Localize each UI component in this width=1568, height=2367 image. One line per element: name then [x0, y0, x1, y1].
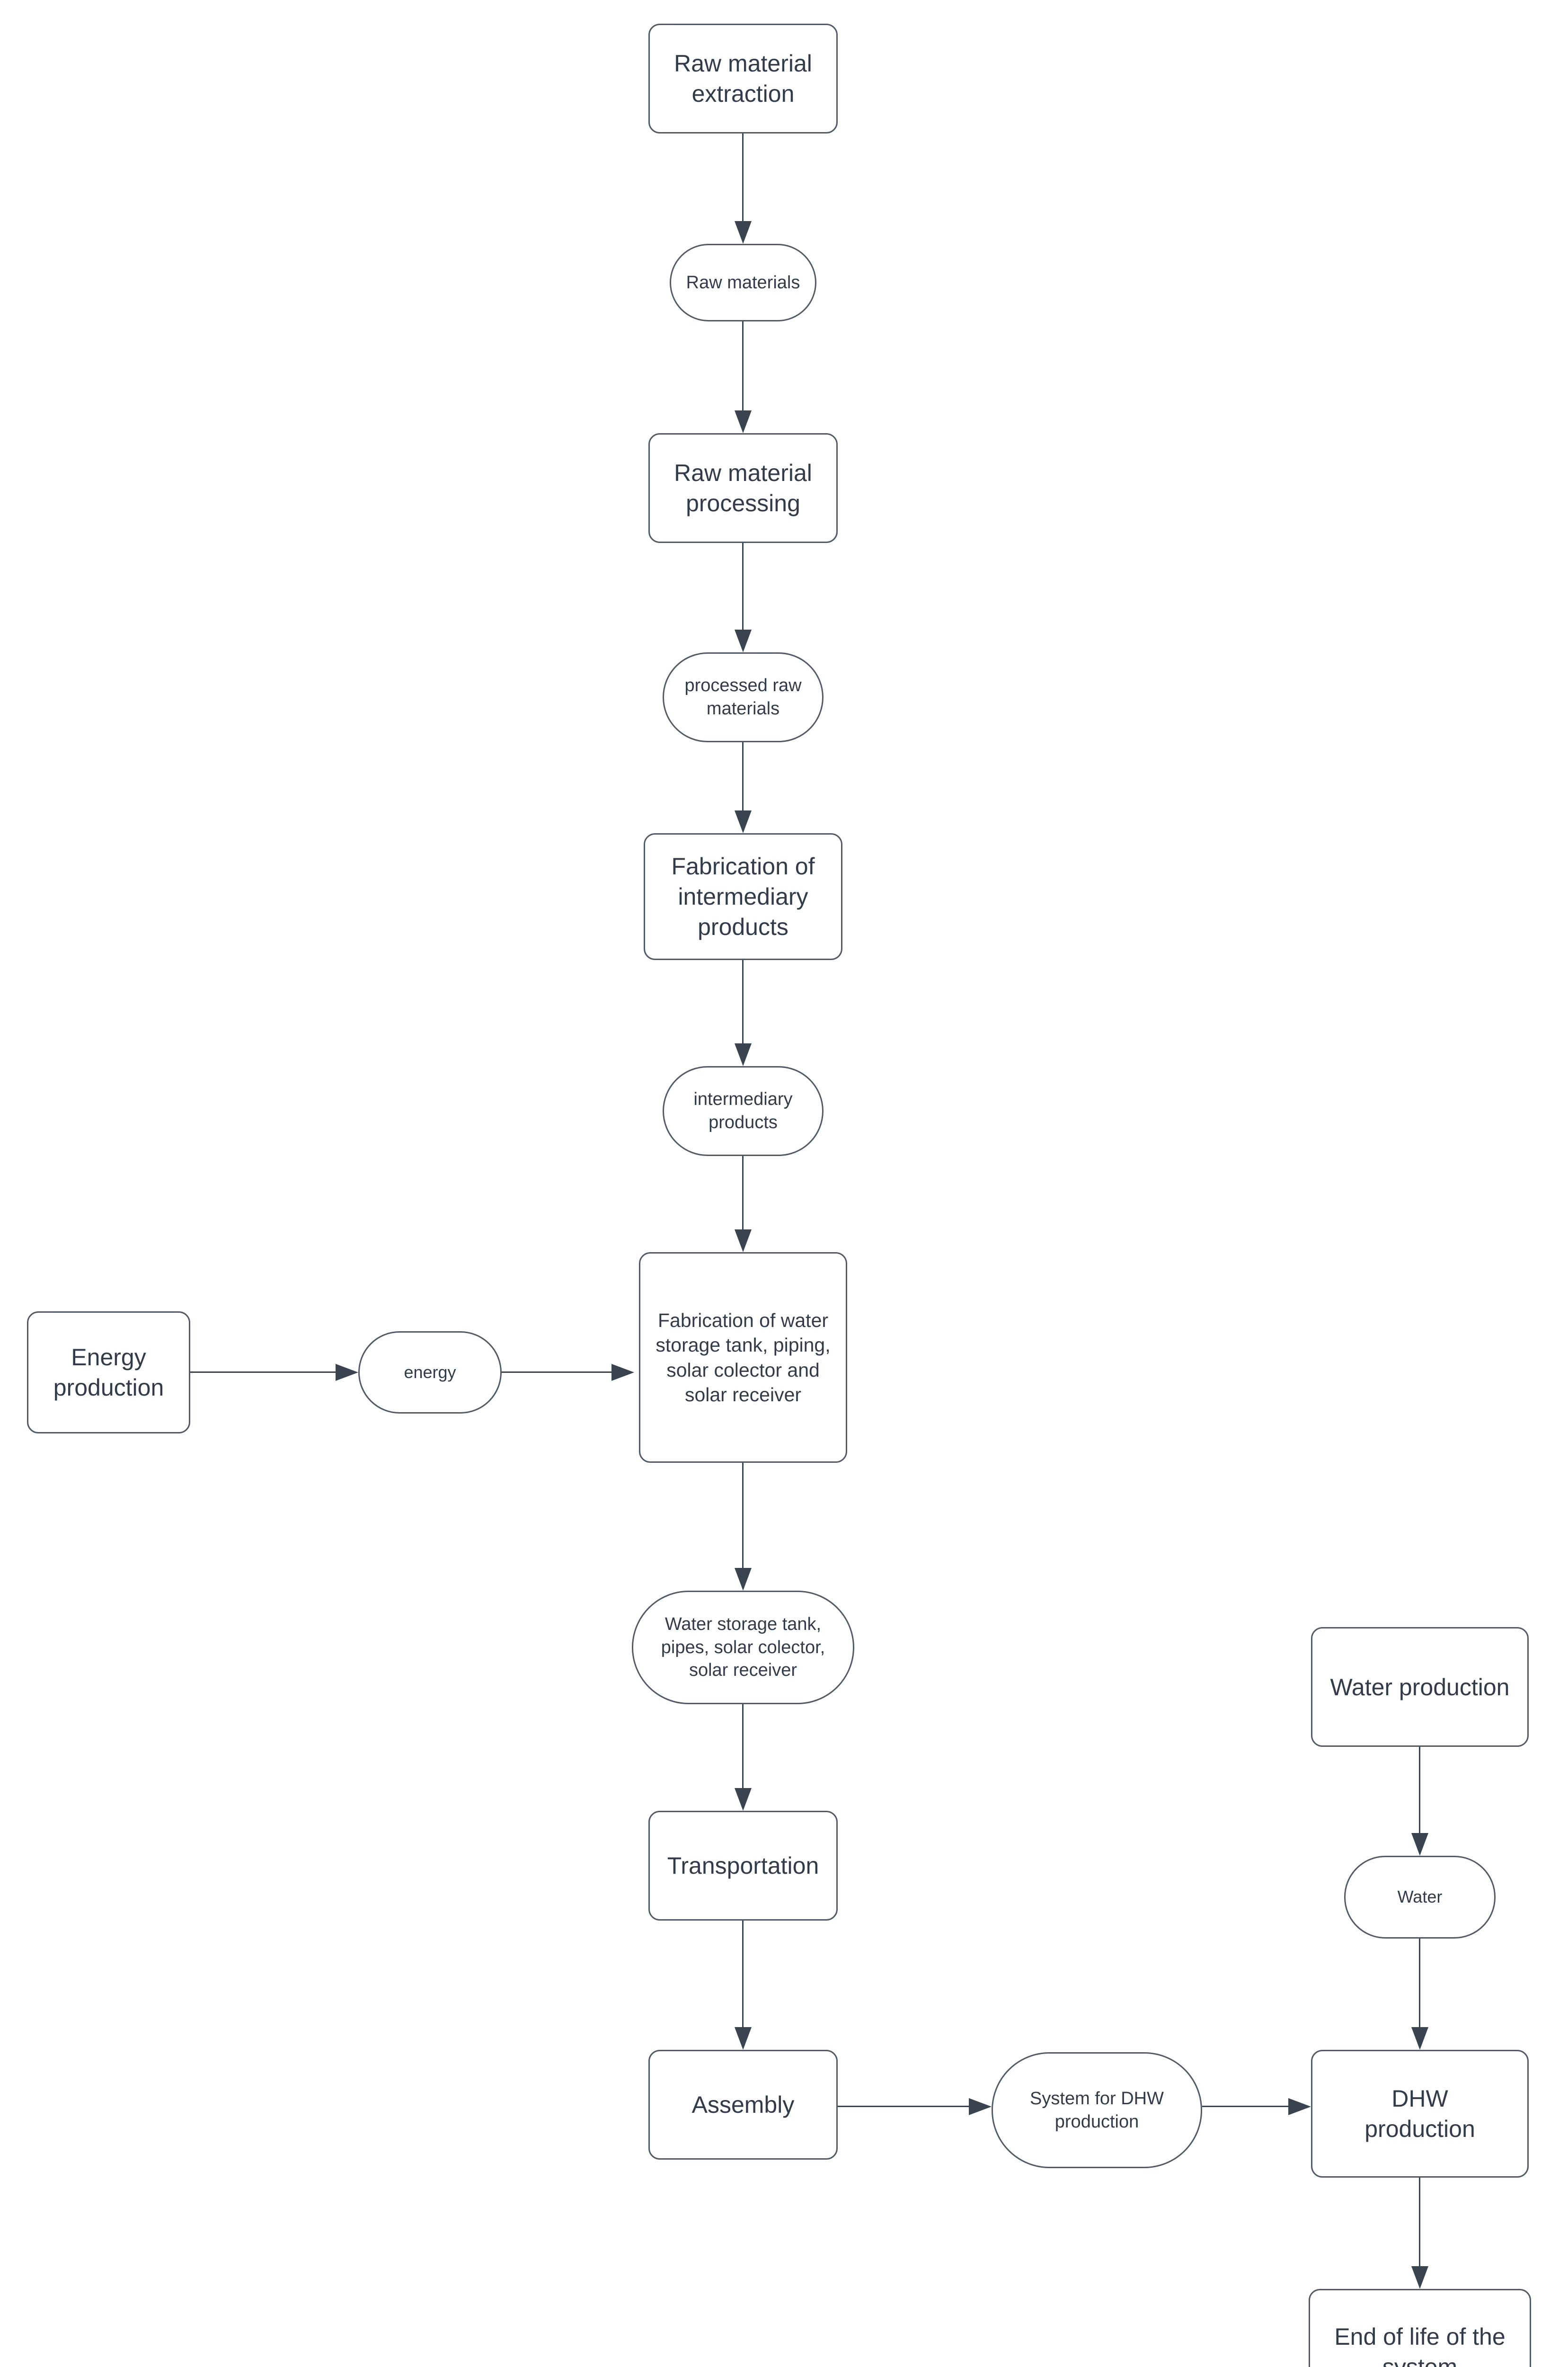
node-label: processed raw materials — [684, 676, 802, 719]
arrowhead-down-icon — [735, 1568, 752, 1591]
edge-line — [742, 1156, 744, 1229]
arrowhead-down-icon — [735, 810, 752, 833]
arrowhead-down-icon — [735, 221, 752, 244]
arrowhead-down-icon — [735, 1229, 752, 1252]
node-label: Water storage tank, pipes, solar colecto… — [661, 1614, 825, 1681]
node-label: intermediary products — [693, 1089, 793, 1132]
node-label: Raw material extraction — [674, 50, 812, 107]
node-processed-raw-materials: processed raw materials — [663, 652, 824, 742]
node-label: Water — [1397, 1887, 1443, 1907]
edge-line — [742, 960, 744, 1043]
node-fabrication-water-storage-tank: Fabrication of water storage tank, pipin… — [639, 1252, 847, 1463]
node-transportation: Transportation — [648, 1811, 838, 1921]
node-end-of-life-of-system: End of life of the system — [1309, 2289, 1531, 2367]
edge-line — [742, 543, 744, 630]
edge-line — [742, 742, 744, 810]
arrowhead-right-icon — [611, 1364, 634, 1381]
arrowhead-right-icon — [969, 2098, 992, 2115]
node-label: energy — [404, 1362, 456, 1382]
node-label: DHW production — [1364, 2085, 1475, 2142]
node-energy: energy — [358, 1331, 502, 1414]
edge-line — [742, 1463, 744, 1568]
arrowhead-right-icon — [336, 1364, 358, 1381]
node-raw-material-processing: Raw material processing — [648, 433, 838, 543]
edge-line — [1419, 2178, 1420, 2266]
edge-line — [1202, 2106, 1288, 2107]
edge-line — [742, 1704, 744, 1788]
node-intermediary-products: intermediary products — [663, 1066, 824, 1156]
arrowhead-down-icon — [735, 1043, 752, 1066]
node-water-production: Water production — [1311, 1627, 1529, 1747]
arrowhead-down-icon — [735, 1788, 752, 1811]
node-label: Fabrication of water storage tank, pipin… — [656, 1309, 831, 1406]
node-energy-production: Energy production — [27, 1311, 190, 1433]
node-label: Raw materials — [686, 272, 800, 293]
node-raw-material-extraction: Raw material extraction — [648, 24, 838, 133]
arrowhead-down-icon — [735, 2027, 752, 2050]
node-system-for-dhw-production: System for DHW production — [992, 2052, 1202, 2168]
node-fabrication-intermediary-products: Fabrication of intermediary products — [644, 833, 842, 960]
edge-line — [190, 1371, 336, 1373]
node-label: Transportation — [667, 1852, 819, 1879]
node-label: Assembly — [691, 2091, 795, 2118]
edge-line — [742, 133, 744, 221]
node-label: System for DHW production — [1030, 2088, 1164, 2132]
node-assembly: Assembly — [648, 2050, 838, 2160]
arrowhead-down-icon — [1411, 2266, 1428, 2289]
arrowhead-down-icon — [1411, 1833, 1428, 1856]
edge-line — [1419, 1747, 1420, 1833]
node-water: Water — [1344, 1856, 1496, 1939]
edge-line — [838, 2106, 969, 2107]
node-label: Energy production — [53, 1344, 164, 1401]
node-label: Water production — [1330, 1673, 1510, 1700]
arrowhead-down-icon — [1411, 2027, 1428, 2050]
edge-line — [502, 1371, 611, 1373]
node-raw-materials: Raw materials — [670, 244, 816, 321]
arrowhead-down-icon — [735, 410, 752, 433]
edge-line — [742, 1921, 744, 2027]
node-label: Fabrication of intermediary products — [671, 853, 815, 940]
node-dhw-production: DHW production — [1311, 2050, 1529, 2178]
node-label: Raw material processing — [674, 460, 812, 516]
edge-line — [742, 321, 744, 410]
arrowhead-right-icon — [1288, 2098, 1311, 2115]
node-label: End of life of the system — [1334, 2323, 1506, 2367]
node-water-storage-tank-pipes: Water storage tank, pipes, solar colecto… — [632, 1591, 854, 1704]
edge-line — [1419, 1939, 1420, 2027]
arrowhead-down-icon — [735, 630, 752, 652]
